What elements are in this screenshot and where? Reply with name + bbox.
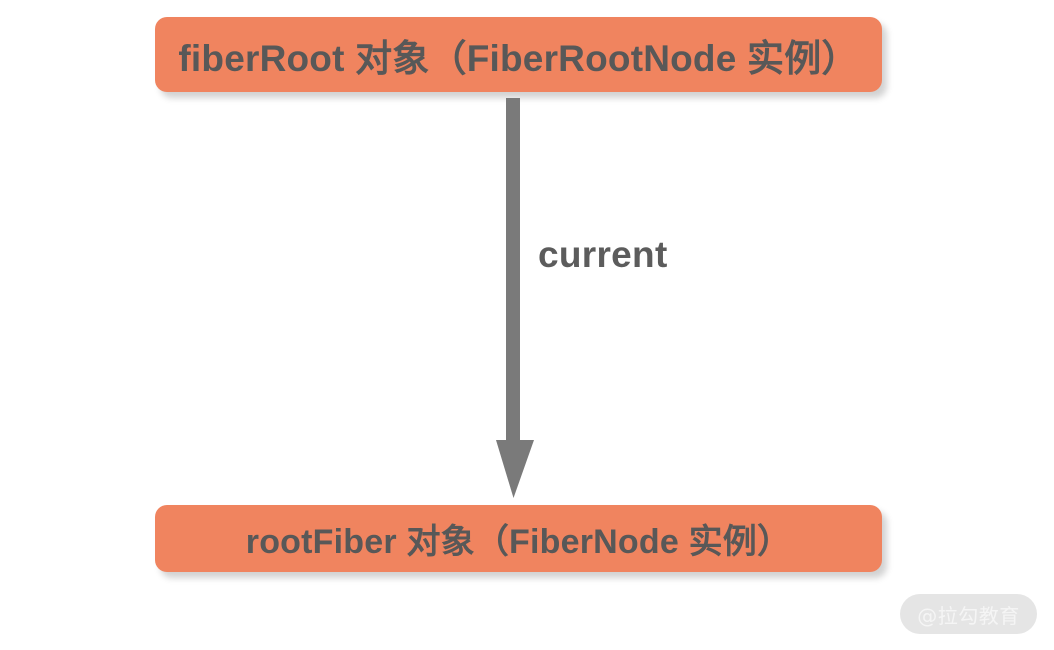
node-rootfiber-label: rootFiber 对象（FiberNode 实例） [245, 523, 792, 561]
node-fiberroot: fiberRoot 对象（FiberRootNode 实例） [155, 17, 882, 92]
arrow-down-icon [496, 98, 534, 498]
node-fiberroot-label: fiberRoot 对象（FiberRootNode 实例） [178, 37, 859, 79]
edge-current-arrow [494, 98, 536, 500]
watermark-badge: @拉勾教育 [900, 594, 1037, 634]
node-rootfiber: rootFiber 对象（FiberNode 实例） [155, 505, 882, 572]
edge-current-label: current [538, 234, 668, 275]
watermark-text: @拉勾教育 [917, 603, 1020, 628]
